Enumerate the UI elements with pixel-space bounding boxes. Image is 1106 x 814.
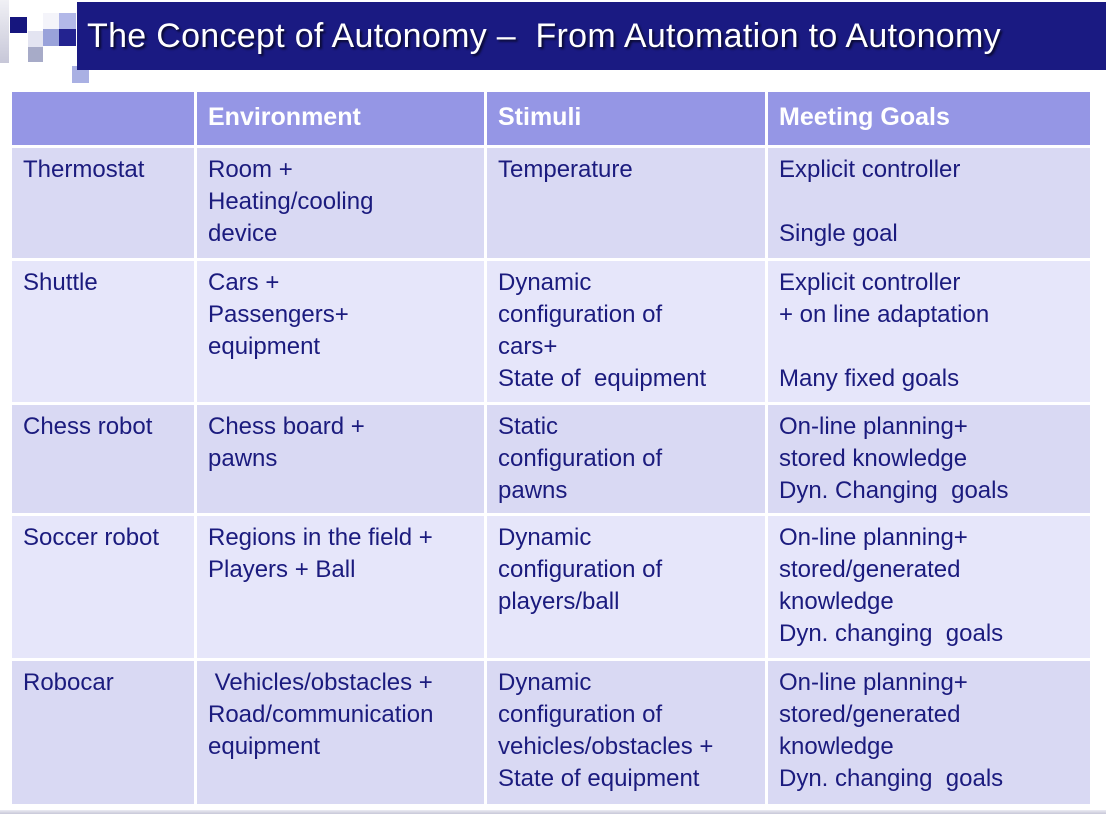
autonomy-comparison-table: Environment Stimuli Meeting Goals Thermo… [12,92,1090,804]
row-label: Thermostat [12,148,194,258]
row-label: Shuttle [12,261,194,402]
cell-meeting-goals: On-line planning+ stored/generated knowl… [768,516,1090,658]
cell-stimuli: Dynamic configuration of vehicles/obstac… [487,661,765,804]
title-bar: The Concept of Autonomy – From Automatio… [77,2,1106,70]
cell-stimuli: Temperature [487,148,765,258]
decoration-square [43,29,59,46]
cell-meeting-goals: On-line planning+ stored/generated knowl… [768,661,1090,804]
row-label: Robocar [12,661,194,804]
column-header-blank [12,92,194,145]
decoration-square [59,13,76,29]
column-header-stimuli: Stimuli [487,92,765,145]
decoration-square [72,66,89,83]
slide-title: The Concept of Autonomy – From Automatio… [87,16,1001,55]
decoration-square-dark [59,29,76,46]
decoration-square [28,31,43,47]
slide-bottom-edge [0,810,1106,814]
row-label: Soccer robot [12,516,194,658]
cell-environment: Regions in the field + Players + Ball [197,516,484,658]
row-label: Chess robot [12,405,194,513]
decoration-gradient-bar [0,0,9,63]
cell-meeting-goals: On-line planning+ stored knowledge Dyn. … [768,405,1090,513]
column-header-meeting-goals: Meeting Goals [768,92,1090,145]
cell-meeting-goals: Explicit controller + on line adaptation… [768,261,1090,402]
decoration-square [28,47,43,62]
cell-environment: Chess board + pawns [197,405,484,513]
cell-environment: Room + Heating/cooling device [197,148,484,258]
decoration-square-navy [10,17,27,33]
decoration-square [43,13,59,29]
cell-stimuli: Dynamic configuration of players/ball [487,516,765,658]
cell-stimuli: Dynamic configuration of cars+ State of … [487,261,765,402]
cell-environment: Vehicles/obstacles + Road/communication … [197,661,484,804]
cell-meeting-goals: Explicit controller Single goal [768,148,1090,258]
cell-environment: Cars + Passengers+ equipment [197,261,484,402]
column-header-environment: Environment [197,92,484,145]
cell-stimuli: Static configuration of pawns [487,405,765,513]
